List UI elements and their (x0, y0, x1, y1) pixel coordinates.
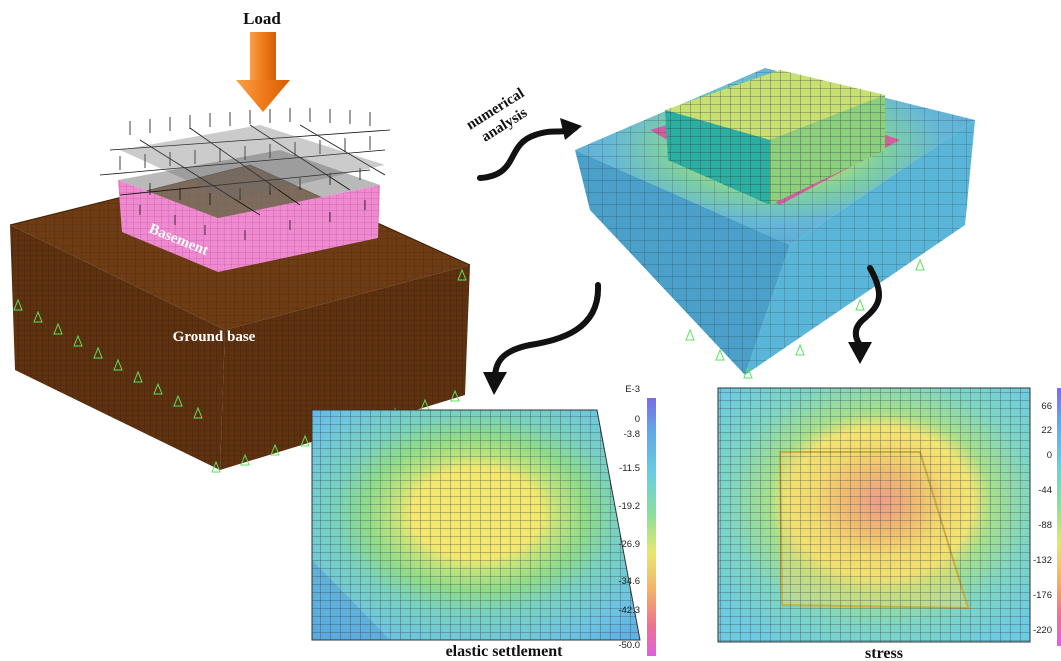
stress-tick: 22 (1041, 425, 1052, 436)
settlement-tick: 0 (635, 414, 640, 425)
stress-tick: 66 (1041, 401, 1052, 412)
to-stress-arrow-icon (848, 265, 882, 364)
ground-base-label: Ground base (173, 329, 256, 345)
load-arrow-icon (236, 32, 290, 112)
stress-tick: 0 (1047, 450, 1052, 461)
soil-right-face (220, 265, 470, 470)
process-arrow-icon (477, 118, 582, 181)
to-settlement-arrow-icon (483, 282, 602, 395)
settlement-contour-panel (311, 409, 641, 641)
settlement-tick: -19.2 (618, 501, 640, 512)
soil-left-face (10, 225, 225, 470)
stress-label: stress (865, 645, 903, 661)
settlement-tick: -3.8 (624, 429, 640, 440)
basement-model: Basement (99, 108, 391, 272)
load-vectors (99, 108, 391, 240)
elastic-settlement-label: elastic settlement (446, 643, 564, 660)
settlement-tick: -26.9 (618, 539, 640, 550)
settlement-tick: -34.6 (618, 576, 640, 587)
stress-tick: -176 (1033, 590, 1052, 601)
settlement-tick: -50.0 (618, 640, 640, 651)
settlement-exponent: E-3 (625, 384, 640, 395)
settlement-color-scale: E-3 0 -3.8 -11.5 -19.2 -26.9 -34.6 -42.3… (618, 384, 656, 656)
stress-tick: -220 (1033, 625, 1052, 636)
stress-color-scale: 66 22 0 -44 -88 -132 -176 -220 (1033, 388, 1061, 646)
stress-tick: -44 (1038, 485, 1052, 496)
stress-tick: -132 (1033, 555, 1052, 566)
stress-contour-panel (717, 387, 1031, 643)
load-label: Load (243, 9, 281, 28)
settlement-tick: -42.3 (618, 605, 640, 616)
stress-tick: -88 (1038, 520, 1052, 531)
analysis-result-model (575, 68, 975, 379)
settlement-tick: -11.5 (619, 463, 640, 474)
